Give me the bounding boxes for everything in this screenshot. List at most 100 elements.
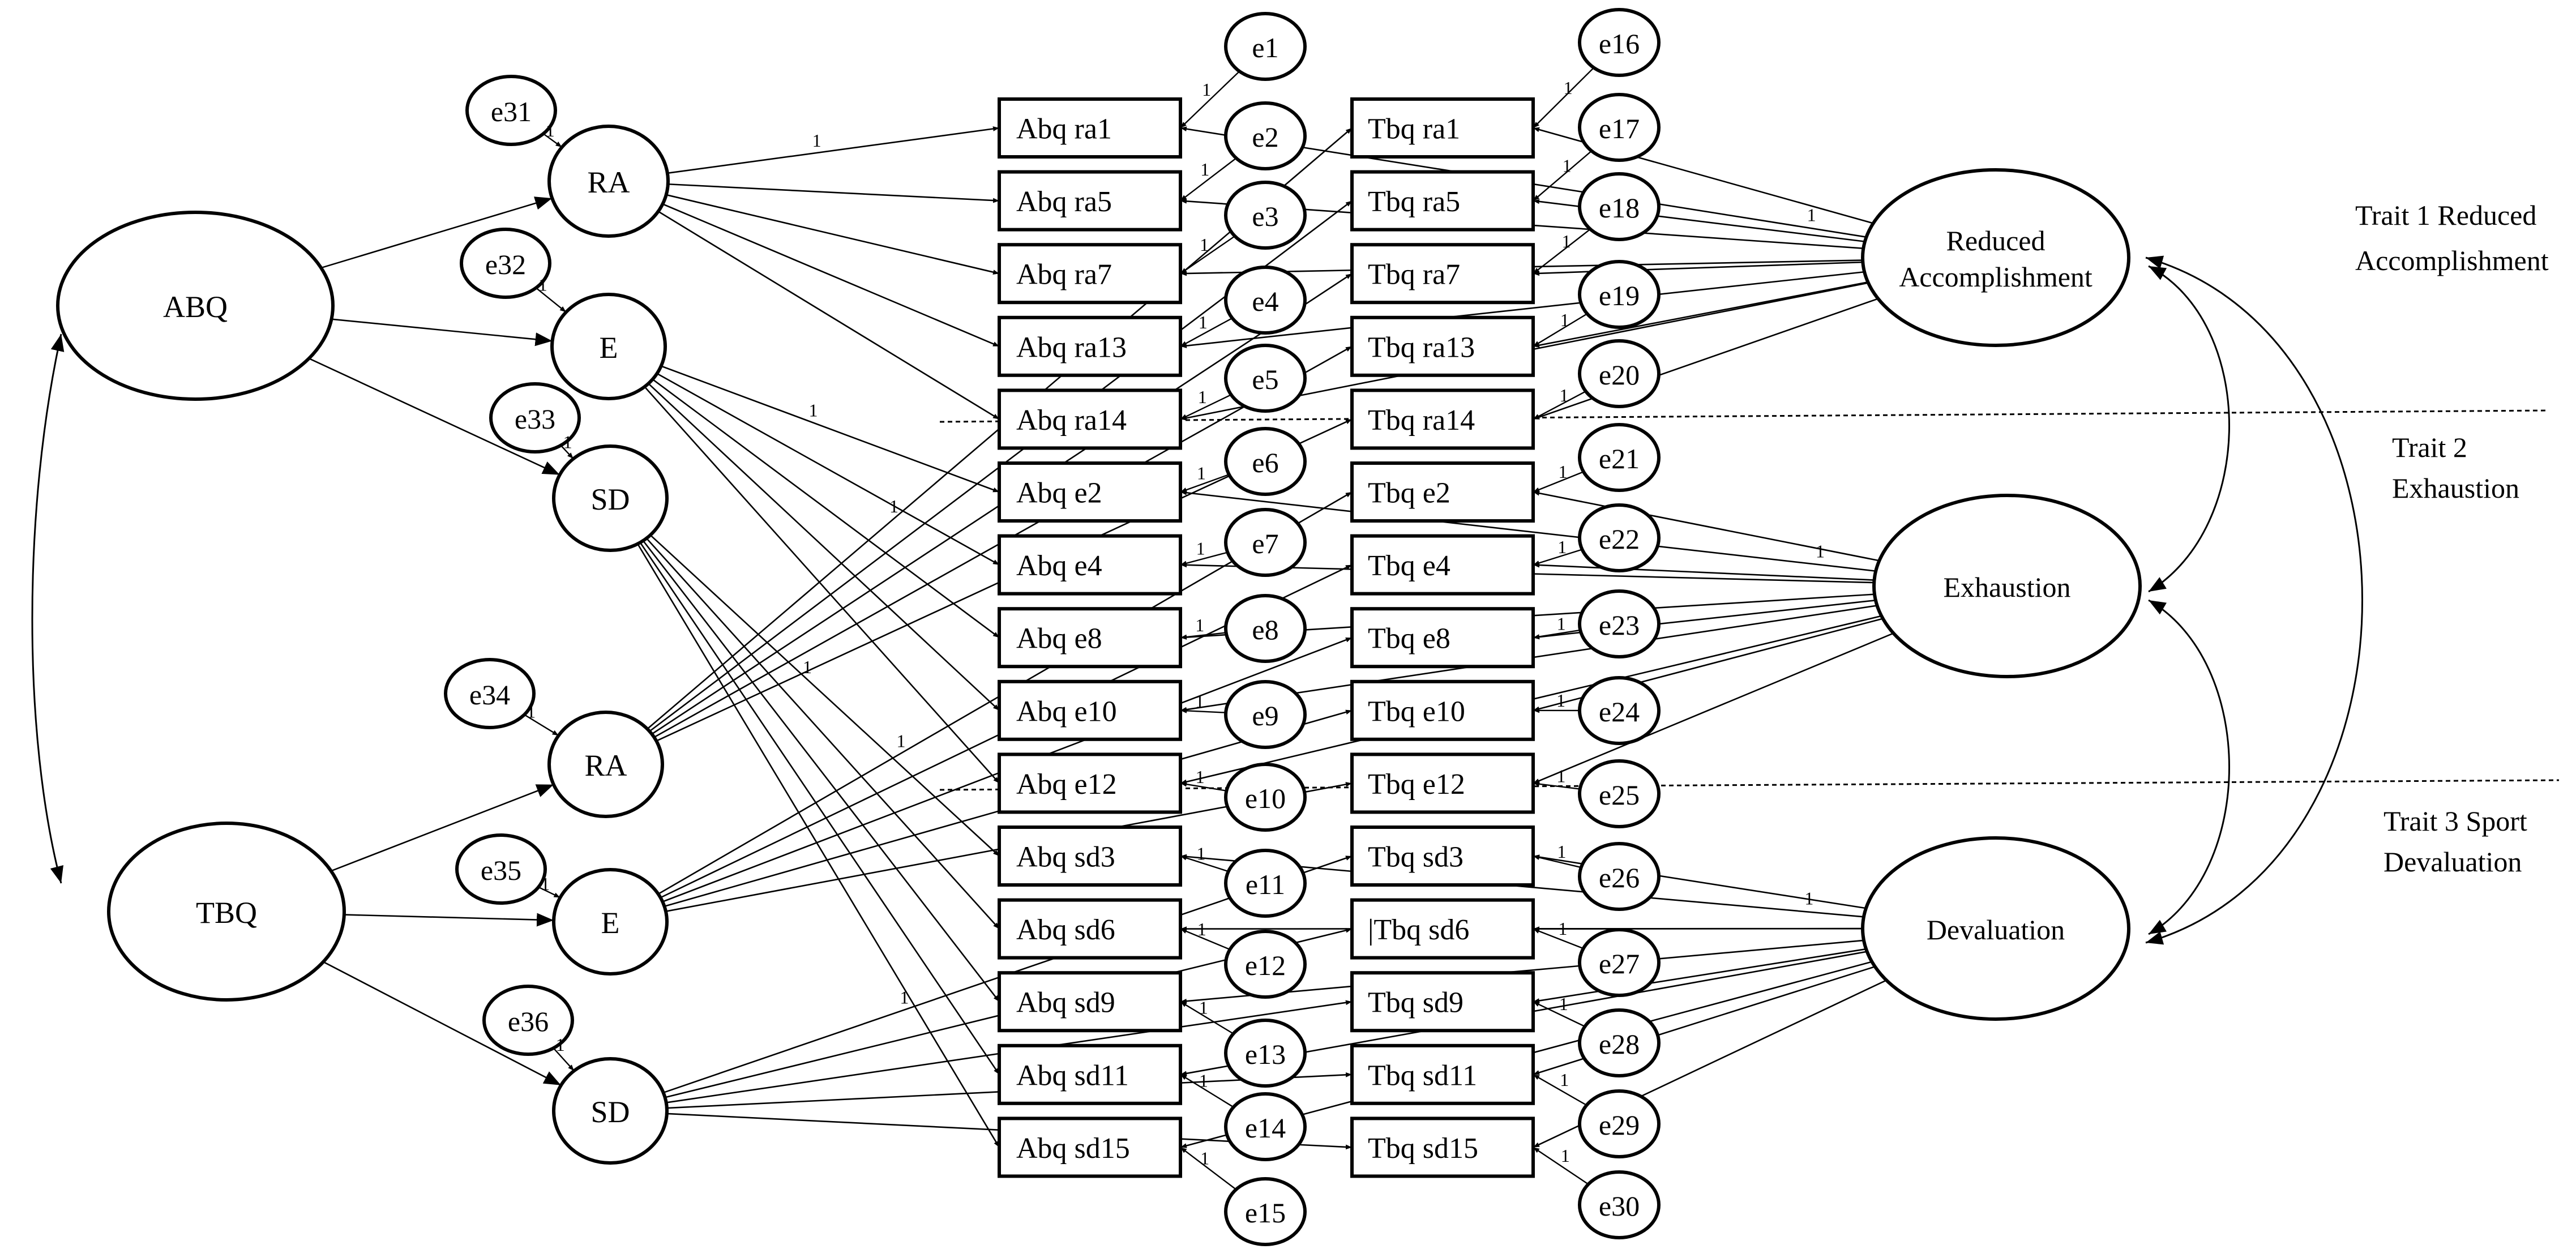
error-term-node	[1224, 266, 1307, 335]
tbq-item-box	[1350, 170, 1535, 232]
error-path-e12	[1180, 928, 1230, 951]
disturbance-path-e32	[536, 287, 567, 313]
error-path-e11	[1180, 855, 1229, 872]
disturbance-path-e31	[542, 133, 563, 148]
disturbance-path-e36	[553, 1047, 575, 1072]
loading-fixed-label-e32: 1	[538, 274, 547, 294]
loading-e_a-5	[661, 365, 1000, 493]
error-term-node	[1224, 508, 1307, 577]
second-order-path-tbq-ra_t	[331, 784, 554, 872]
abq-item-box	[998, 534, 1182, 596]
loading-ra_a-0	[667, 126, 1000, 174]
loading-fixed-label-e34: 1	[527, 701, 536, 721]
abq-item-box	[998, 388, 1182, 450]
error-term-label: e12	[1245, 949, 1286, 981]
error-path-e17	[1533, 150, 1592, 202]
loading-fixed-label-e35: 1	[541, 874, 550, 894]
error-path-e19	[1533, 313, 1588, 347]
error-term-node	[1578, 1089, 1661, 1158]
trait-title-text: Trait 2	[2392, 431, 2467, 463]
loading-fixed-label-e19: 1	[1560, 310, 1569, 330]
loading-fixed-label-e4: 1	[1199, 312, 1208, 332]
trait-title-text: Trait 3 Sport	[2384, 805, 2527, 837]
error-term-label: e29	[1599, 1109, 1640, 1141]
abq-item-box	[998, 1043, 1182, 1105]
abq-item-box	[998, 1117, 1182, 1178]
loading-sd_a-14	[637, 543, 1000, 1148]
loading-fixed-label-e17: 1	[1563, 156, 1572, 176]
error-path-e18	[1533, 228, 1591, 275]
loading-ra_a-3	[662, 203, 1000, 347]
error-term-label: e20	[1599, 359, 1640, 391]
error-term-node	[1224, 12, 1307, 81]
abq-item-label: Abq ra5	[1016, 186, 1112, 218]
error-path-e13	[1180, 1001, 1234, 1034]
trait-factor-label: Exhaustion	[1944, 571, 2071, 603]
error-term-label: e6	[1252, 447, 1278, 478]
first-order-factor-node	[550, 293, 667, 400]
loading-fixed-label-e8: 1	[1195, 615, 1204, 635]
loading-sd_a-11	[645, 537, 1000, 930]
error-term-node	[1224, 1019, 1307, 1088]
first-order-factor-label: SD	[590, 482, 630, 516]
error-term-node	[1578, 8, 1661, 77]
loading-fixed-label-e18: 1	[1561, 231, 1571, 251]
abq-item-label: Abq e2	[1016, 477, 1102, 510]
loading-fixed-label-e3: 1	[1200, 234, 1209, 255]
tbq-item-box	[1350, 825, 1535, 887]
loading-fixed-label-e14: 1	[1199, 1071, 1208, 1091]
tbq-item-box	[1350, 315, 1535, 377]
abq-item-box	[998, 170, 1182, 232]
error-path-e7	[1180, 551, 1228, 566]
error-term-node	[1578, 260, 1661, 329]
error-term-node	[1224, 1177, 1307, 1246]
error-term-label: e1	[1252, 32, 1278, 63]
loading-fixed-label-e21: 1	[1559, 461, 1568, 482]
first-order-factor-node	[552, 1057, 669, 1165]
error-term-label: e26	[1599, 862, 1640, 893]
loading-fixed-label-e25: 1	[1556, 765, 1565, 786]
loading-fixed-label-sd_t: 1	[900, 987, 909, 1008]
trait-loading-reduced-abq-3	[1180, 271, 1865, 348]
first-order-factor-label: E	[601, 906, 620, 940]
abq-item-box	[998, 461, 1182, 523]
loading-sd_a-10	[649, 534, 1000, 857]
error-path-e21	[1533, 471, 1584, 493]
trait-covariance-1-2	[2148, 265, 2230, 593]
loading-fixed-label-e6: 1	[1197, 463, 1206, 484]
abq-item-label: Abq e12	[1016, 768, 1117, 801]
abq-item-label: Abq sd3	[1016, 841, 1115, 874]
method-factor-label: TBQ	[196, 896, 257, 930]
error-term-label: e9	[1252, 700, 1278, 732]
tbq-item-label: |Tbq sd6	[1368, 914, 1469, 946]
loading-e_a-9	[644, 386, 1000, 784]
method-factor-label: ABQ	[163, 290, 228, 324]
loading-fixed-label-e15: 1	[1200, 1148, 1209, 1169]
loading-fixed-label-ra_t: 1	[889, 496, 898, 516]
loading-ra_a-2	[666, 194, 1000, 275]
abq-item-label: Abq ra13	[1016, 331, 1127, 363]
error-term-label: e10	[1245, 782, 1286, 814]
error-path-e23	[1533, 629, 1581, 639]
loading-fixed-label-e29: 1	[1560, 1070, 1569, 1090]
error-term-label: e4	[1252, 285, 1278, 317]
text-layer: 1111111111111111111111111111111111111111…	[163, 28, 2549, 1229]
loading-e_a-7	[652, 378, 1000, 639]
error-term-label: e17	[1599, 113, 1640, 144]
error-term-node	[1578, 172, 1661, 241]
error-term-label: e2	[1252, 121, 1278, 153]
error-term-node	[1224, 849, 1307, 918]
abq-item-label: Abq sd11	[1016, 1059, 1129, 1092]
tbq-item-label: Tbq e12	[1368, 768, 1465, 801]
error-term-label: e23	[1599, 609, 1640, 641]
disturbance-label: e32	[485, 249, 526, 280]
tbq-item-label: Tbq ra5	[1368, 186, 1460, 218]
trait-separator-2	[939, 779, 2560, 791]
abq-item-label: Abq e10	[1016, 695, 1117, 728]
tbq-item-box	[1350, 752, 1535, 814]
error-path-e2	[1180, 157, 1237, 202]
error-term-label: e28	[1599, 1028, 1640, 1060]
loading-fixed-label-e27: 1	[1558, 918, 1567, 939]
disturbance-path-e34	[524, 714, 559, 737]
error-term-label: e21	[1599, 443, 1640, 474]
